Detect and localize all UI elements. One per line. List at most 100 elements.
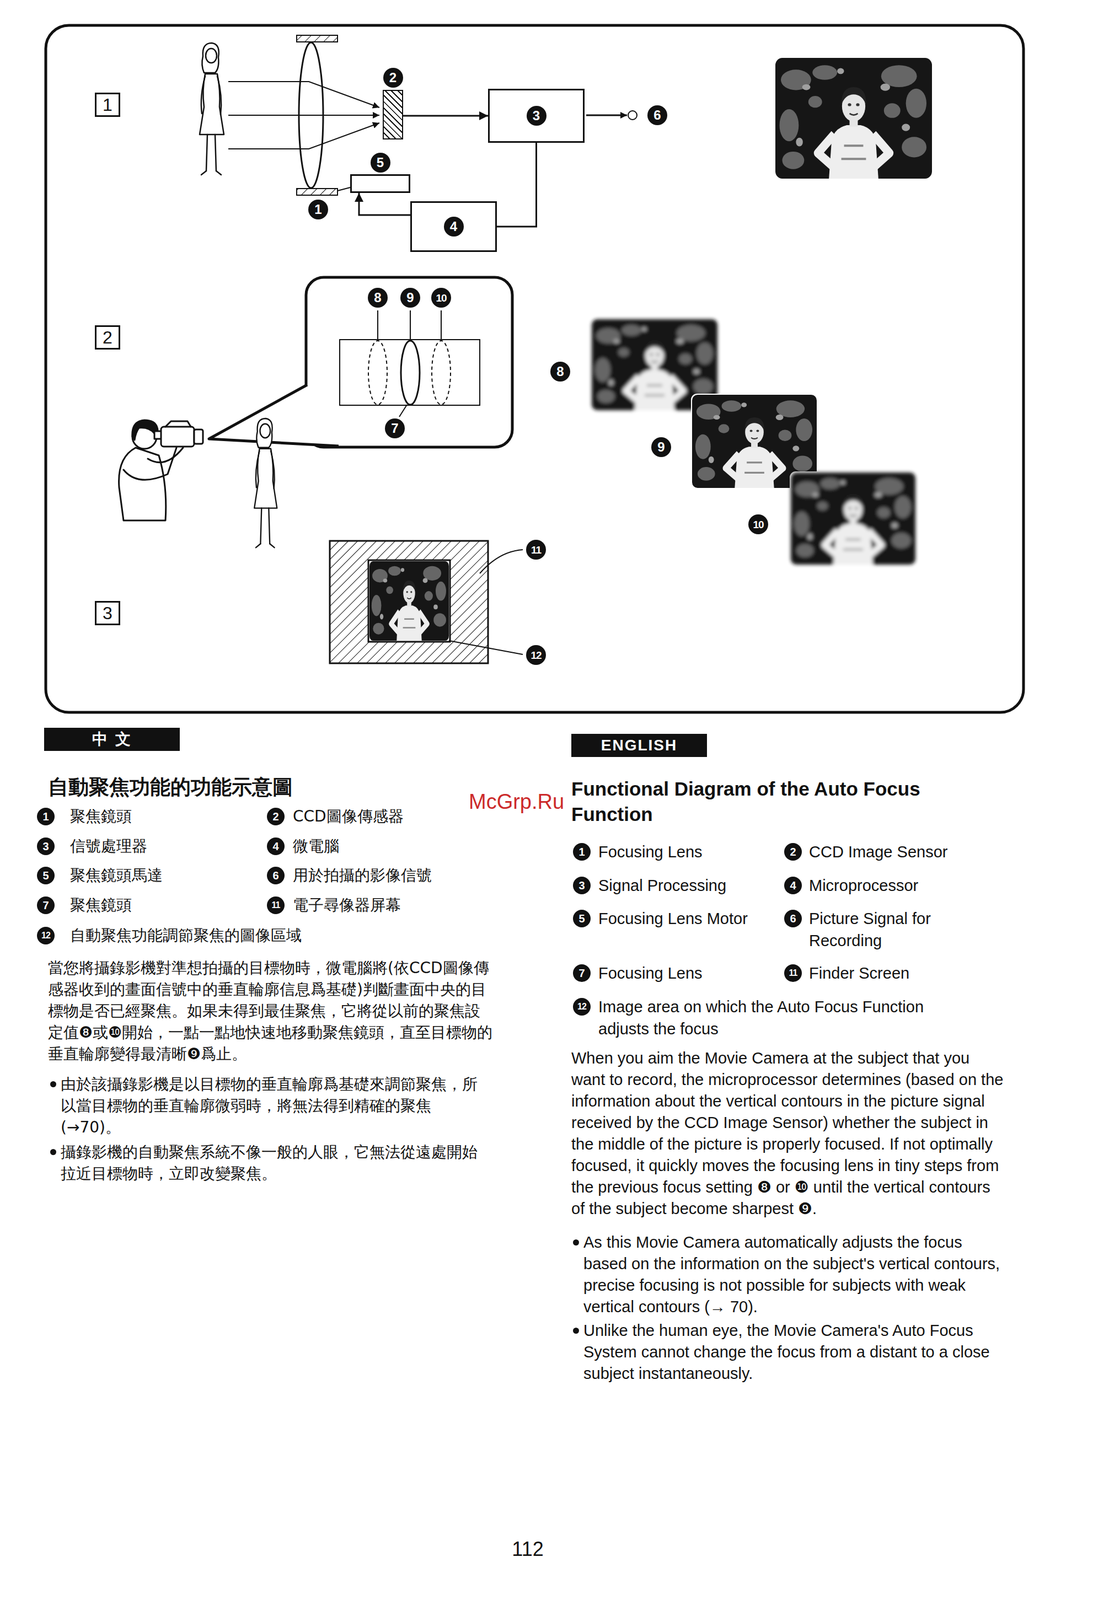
list-number: 11 — [266, 896, 285, 915]
leader-line — [409, 310, 411, 341]
section-three-figure — [329, 540, 523, 664]
signal-processing-box: 3 — [488, 88, 585, 143]
list-text: Focusing Lens Motor — [598, 907, 775, 930]
list-text: 微電腦 — [292, 837, 340, 856]
bullet-text: As this Movie Camera automatically adjus… — [583, 1231, 1009, 1318]
callout-number: 1 — [308, 199, 329, 220]
list-text: Focusing Lens — [598, 962, 775, 985]
list-text: 用於拍攝的影像信號 — [292, 866, 432, 886]
monitor-picture — [775, 57, 932, 179]
output-terminal — [586, 114, 628, 117]
zoom-bubble — [306, 277, 513, 448]
body-text: 當您將攝錄影機對準想拍攝的目標物時，微電腦將(依CCD圖像傳感器收到的畫面信號中… — [47, 957, 495, 1065]
list-text: Focusing Lens — [598, 840, 775, 864]
light-ray — [228, 81, 380, 149]
list-text: 聚焦鏡頭 — [70, 896, 132, 915]
bullet-text: Unlike the human eye, the Movie Camera's… — [583, 1320, 1009, 1385]
leader-line — [448, 640, 523, 655]
camera-operator — [119, 447, 166, 521]
leader-line — [377, 310, 442, 417]
camera-operator — [194, 429, 203, 444]
connector — [403, 115, 489, 117]
light-ray — [228, 122, 380, 149]
callout-number: 11 — [526, 539, 546, 560]
section-two-figure — [119, 277, 917, 566]
output-terminal — [586, 110, 637, 120]
list-text: 電子尋像器屏幕 — [292, 896, 401, 915]
list-text: Finder Screen — [808, 962, 986, 985]
bullet-text: 由於該攝錄影機是以目標物的垂直輪廓爲基礎來調節聚焦，所以當目標物的垂直輪廓微弱時… — [60, 1073, 491, 1139]
microprocessor-box: 4 — [410, 201, 497, 253]
leader-line — [399, 404, 407, 417]
list-text: Microprocessor — [808, 874, 986, 897]
ccd-image-sensor: 2 — [382, 89, 404, 140]
list-number: 3 — [572, 876, 591, 895]
list-number: 6 — [266, 866, 285, 885]
output-terminal — [628, 110, 637, 120]
list-text: 聚焦鏡頭 — [70, 807, 132, 827]
callout-number: 5 — [370, 152, 391, 173]
list-text: 聚焦鏡頭馬達 — [70, 866, 163, 886]
list-number: 7 — [36, 896, 55, 915]
lens-position — [431, 340, 451, 405]
list-number: 4 — [784, 876, 802, 895]
focus-area-picture — [369, 561, 449, 641]
list-number: 6 — [784, 909, 802, 928]
watermark: McGrp.Ru — [468, 789, 565, 814]
leader-line — [440, 310, 442, 341]
callout-number: 8 — [367, 287, 388, 308]
focusing-lens — [298, 42, 324, 189]
light-ray — [228, 81, 380, 108]
list-number: 11 — [784, 964, 802, 983]
list-number: 1 — [572, 843, 591, 861]
leader-line — [448, 549, 523, 655]
callout-number: 9 — [400, 287, 421, 308]
callout-number: 10 — [431, 287, 452, 308]
callout-number: 4 — [443, 216, 464, 237]
section-number: 2 — [94, 325, 121, 350]
list-text: Picture Signal for Recording — [808, 907, 986, 952]
callout-number: 12 — [526, 645, 546, 666]
list-number: 5 — [572, 909, 591, 928]
callout-number: 3 — [526, 105, 547, 126]
finder-screen — [329, 540, 489, 664]
focus-area — [368, 560, 450, 642]
camera-operator — [165, 421, 191, 427]
list-text: CCD圖像傳感器 — [292, 807, 404, 827]
motor-link — [337, 187, 351, 191]
subject-figure — [254, 418, 277, 548]
lens-motor-box: 5 — [350, 174, 411, 194]
lens-holder — [296, 35, 338, 42]
lens-position — [368, 340, 388, 405]
callout-number: 7 — [384, 418, 405, 439]
callout-number: 10 — [748, 514, 769, 535]
callout-number: 2 — [383, 67, 404, 88]
list-number: 12 — [572, 998, 591, 1016]
list-number: 5 — [36, 866, 55, 885]
list-number: 2 — [784, 843, 802, 861]
list-text: Signal Processing — [598, 874, 775, 897]
list-number: 1 — [36, 807, 55, 826]
lens-tube — [339, 339, 480, 406]
camera-operator — [161, 426, 195, 447]
section-number: 3 — [94, 601, 121, 626]
camera-operator — [123, 447, 177, 480]
page-number: 112 — [511, 1538, 544, 1561]
list-number: 7 — [572, 964, 591, 983]
list-number: 12 — [36, 927, 55, 945]
section-header: 中 文 — [44, 727, 180, 752]
zoom-bubble-tail — [209, 384, 339, 447]
connector — [359, 193, 411, 216]
camera-operator — [119, 420, 203, 521]
callout-number: 8 — [550, 361, 571, 382]
bullet-text: 攝錄影機的自動聚焦系統不像一般的人眼，它無法從遠處開始拉近目標物時，立即改變聚焦… — [60, 1141, 491, 1185]
heading: 自動聚焦功能的功能示意圖 — [47, 774, 293, 801]
focus-picture — [790, 472, 916, 565]
connector — [496, 142, 537, 227]
leader-line — [479, 549, 523, 574]
section-one-figure — [199, 35, 932, 196]
diagram-frame — [45, 25, 1024, 713]
list-text: 自動聚焦功能調節聚焦的圖像區域 — [70, 926, 302, 946]
leader-line — [377, 310, 379, 341]
picture-border — [789, 471, 917, 566]
